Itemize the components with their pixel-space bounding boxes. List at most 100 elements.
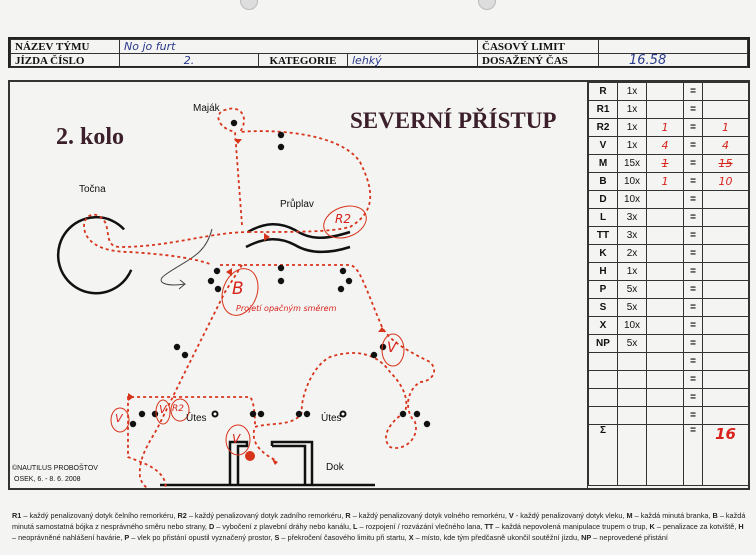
annotation-v: V: [115, 412, 123, 425]
time-limit-label: ČASOVÝ LIMIT: [477, 39, 599, 54]
penalty-row: TT 3x =: [588, 226, 749, 245]
run-label: JÍZDA ČÍSLO: [10, 53, 120, 68]
category-value: lehký: [347, 53, 478, 68]
round-label: 2. kolo: [56, 124, 125, 150]
legend-text: - každý penalizovaný dotyk vleku,: [513, 511, 627, 520]
dock-right: [270, 440, 314, 484]
penalty-code: [588, 388, 618, 407]
penalty-multiplier: 5x: [617, 298, 647, 317]
penalty-code: [588, 406, 618, 425]
legend-code: S: [274, 533, 280, 542]
penalty-multiplier: [617, 406, 647, 425]
penalty-row: L 3x =: [588, 208, 749, 227]
penalty-code: L: [588, 208, 618, 227]
penalty-row: V 1x 4 = 4: [588, 136, 749, 155]
penalty-row: R1 1x =: [588, 100, 749, 119]
penalty-multiplier: 1x: [617, 100, 647, 119]
annotation-v: V: [159, 403, 167, 416]
penalty-count: 1: [661, 121, 669, 134]
penalty-row: H 1x =: [588, 262, 749, 281]
legend-text: – rozpojení / rozvázání vlečného lana,: [357, 522, 485, 531]
annotation-r2: R2: [172, 404, 184, 414]
team-value: No jo furt: [119, 39, 478, 54]
equals-sign: =: [683, 172, 703, 191]
sum-symbol: Σ: [588, 424, 618, 486]
equals-sign: =: [683, 82, 703, 101]
penalty-code: TT: [588, 226, 618, 245]
penalty-count: 1: [661, 175, 669, 188]
legend-code: R: [345, 511, 351, 520]
legend-text: – vlek po přistání opustil vyznačený pro…: [129, 533, 275, 542]
penalty-multiplier: 1x: [617, 136, 647, 155]
penalty-row: NP 5x =: [588, 334, 749, 353]
legend-code: TT: [484, 522, 494, 531]
equals-sign: =: [683, 316, 703, 335]
legend-text: – každý penalizovaný dotyk volného remor…: [350, 511, 509, 520]
penalty-row: P 5x =: [588, 280, 749, 299]
equals-sign: =: [683, 100, 703, 119]
penalty-multiplier: 10x: [617, 316, 647, 335]
penalty-row: =: [588, 370, 749, 389]
legend-code: NP: [581, 533, 592, 542]
penalty-code: H: [588, 262, 618, 281]
penalty-multiplier: [617, 388, 647, 407]
canal-label: Průplav: [280, 199, 314, 210]
legend-text: – vybočení z plavební dráhy nebo kanálu,: [214, 522, 354, 531]
category-label: KATEGORIE: [258, 53, 348, 68]
penalty-row: R 1x =: [588, 82, 749, 101]
legend-code: B: [712, 511, 718, 520]
event-date: OSEK, 6. - 8. 6. 2008: [14, 476, 81, 483]
penalty-row: R2 1x 1 = 1: [588, 118, 749, 137]
penalty-row: M 15x 1 = 15: [588, 154, 749, 173]
penalty-row: =: [588, 406, 749, 425]
legend-text: – místo, kde tým předčasně ukončil soutě…: [413, 533, 582, 542]
annotation-v: V: [232, 432, 241, 446]
penalty-code: X: [588, 316, 618, 335]
equals-sign: =: [683, 226, 703, 245]
penalty-code: NP: [588, 334, 618, 353]
penalty-row: =: [588, 388, 749, 407]
equals-sign: =: [683, 136, 703, 155]
penalty-code: R: [588, 82, 618, 101]
cliff-label: Útes: [186, 413, 207, 424]
penalty-code: B: [588, 172, 618, 191]
equals-sign: =: [683, 262, 703, 281]
legend-text: – každá nepovolená manipulace trupem o t…: [493, 522, 650, 531]
penalty-multiplier: 1x: [617, 262, 647, 281]
penalty-count: 4: [661, 139, 669, 152]
canal-bank-upper: [247, 223, 351, 239]
equals-sign: =: [683, 298, 703, 317]
team-label: NÁZEV TÝMU: [10, 39, 120, 54]
penalty-code: D: [588, 190, 618, 209]
canal-bank-lower: [245, 238, 351, 254]
equals-sign: =: [683, 154, 703, 173]
legend-text: – penalizace za kotviště,: [654, 522, 739, 531]
map-title: SEVERNÍ PŘÍSTUP: [350, 108, 557, 133]
legend-text: – každá minutá branka,: [632, 511, 713, 520]
penalty-multiplier: 3x: [617, 226, 647, 245]
equals-sign: =: [683, 352, 703, 371]
lighthouse-label: Maják: [193, 103, 220, 114]
penalty-multiplier: 1x: [617, 118, 647, 137]
legend-code: R1: [12, 511, 22, 520]
equals-sign: =: [683, 406, 703, 425]
penalty-row: X 10x =: [588, 316, 749, 335]
turntable-arc: [56, 215, 133, 295]
penalty-row: B 10x 1 = 10: [588, 172, 749, 191]
penalty-legend: R1 – každý penalizovaný dotyk čelního re…: [12, 510, 747, 543]
copyright: ©NAUTILUS PROBOŠTOV: [12, 465, 98, 472]
penalty-result: 15: [718, 157, 733, 170]
annotation-note: Projetí opačným směrem: [236, 304, 337, 313]
legend-code: D: [209, 522, 215, 531]
sum-result: 16: [715, 425, 736, 443]
buoys: [129, 119, 431, 428]
penalty-multiplier: 5x: [617, 334, 647, 353]
penalty-code: R2: [588, 118, 618, 137]
legend-code: H: [738, 522, 744, 531]
sum-row: Σ = 16: [588, 424, 749, 486]
legend-text: – neprovedené přistání: [591, 533, 668, 542]
dock-marker: [245, 451, 255, 461]
annotation-r2: R2: [335, 212, 351, 226]
penalty-multiplier: 2x: [617, 244, 647, 263]
penalty-row: K 2x =: [588, 244, 749, 263]
